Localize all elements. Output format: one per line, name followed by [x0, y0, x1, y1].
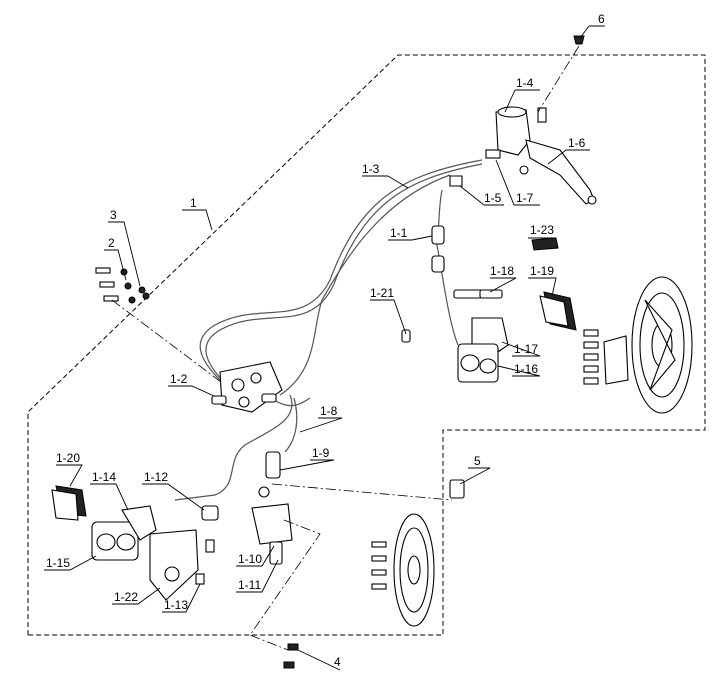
brake-hoses [174, 159, 483, 501]
distributor-valve [211, 361, 283, 413]
rear-caliper [51, 485, 219, 601]
callout-1-3: 1-3 [362, 162, 380, 176]
callout-1: 1 [190, 196, 197, 210]
callout-1-16: 1-16 [514, 362, 538, 376]
callout-4: 4 [334, 655, 341, 669]
callout-1-10: 1-10 [238, 552, 262, 566]
callout-labels: 6 1-4 1-6 1-3 1-5 1-7 1 3 2 1-23 1-1 1-1… [46, 12, 605, 669]
cap-part-6 [537, 35, 585, 113]
callout-5: 5 [474, 454, 481, 468]
callout-1-6: 1-6 [568, 136, 586, 150]
callout-2: 2 [108, 236, 115, 250]
master-cylinder-assembly [449, 106, 597, 205]
callout-1-7: 1-7 [516, 191, 534, 205]
callout-1-18: 1-18 [490, 264, 514, 278]
callout-1-4: 1-4 [516, 76, 534, 90]
rear-brake-disc [393, 513, 435, 627]
callout-1-2: 1-2 [170, 372, 188, 386]
nut-part-5 [449, 479, 465, 499]
bolts-parts-2-3 [95, 267, 226, 386]
disc-bolts-right [583, 329, 599, 385]
callout-1-9: 1-9 [312, 446, 330, 460]
callout-1-19: 1-19 [530, 264, 554, 278]
callout-6: 6 [598, 12, 605, 26]
callout-1-8: 1-8 [320, 404, 338, 418]
callout-1-1: 1-1 [390, 226, 408, 240]
disc-bolts-center [371, 541, 387, 590]
callout-1-23: 1-23 [530, 223, 554, 237]
callout-1-15: 1-15 [46, 556, 70, 570]
callout-1-11: 1-11 [238, 578, 261, 592]
bolts-part-4 [283, 643, 299, 669]
leader-lines [44, 25, 605, 671]
callout-1-12: 1-12 [144, 470, 168, 484]
front-caliper [401, 289, 509, 383]
callout-1-20: 1-20 [56, 451, 80, 465]
callout-3: 3 [110, 208, 117, 222]
callout-1-13: 1-13 [164, 598, 188, 612]
front-brake-disc [603, 276, 693, 414]
callout-1-22: 1-22 [114, 590, 138, 604]
callout-1-17: 1-17 [514, 342, 538, 356]
callout-1-21: 1-21 [370, 286, 394, 300]
assembly-boundary [27, 54, 706, 636]
hose-fitting [431, 225, 445, 273]
callout-1-14: 1-14 [92, 470, 116, 484]
callout-1-5: 1-5 [484, 191, 502, 205]
brake-pads-front [531, 237, 577, 331]
